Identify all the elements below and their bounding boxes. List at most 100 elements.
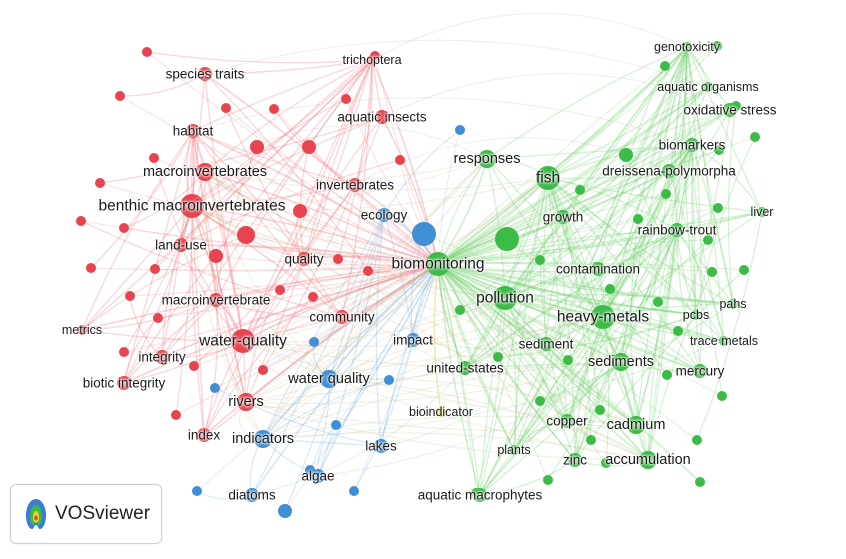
network-node[interactable] <box>412 222 436 246</box>
network-node[interactable] <box>595 405 605 415</box>
network-node[interactable] <box>309 337 319 347</box>
term-label-growth[interactable]: growth <box>542 209 584 225</box>
term-node-water-quality[interactable] <box>320 370 338 388</box>
network-node[interactable] <box>363 266 373 276</box>
network-node[interactable] <box>673 326 683 336</box>
term-label-responses[interactable]: responses <box>453 150 521 167</box>
term-node-ecology[interactable] <box>377 208 391 222</box>
term-label-oxidative-stress[interactable]: oxidative stress <box>683 102 777 118</box>
network-node[interactable] <box>349 486 359 496</box>
term-node-index[interactable] <box>197 428 211 442</box>
term-node-heavy-metals[interactable] <box>591 305 615 329</box>
term-label-rivers[interactable]: rivers <box>228 393 264 410</box>
network-node[interactable] <box>713 203 723 213</box>
term-node-macroinvertebrate[interactable] <box>209 293 223 307</box>
network-node[interactable] <box>302 140 316 154</box>
network-node[interactable] <box>692 435 702 445</box>
network-node[interactable] <box>269 104 279 114</box>
term-label-copper[interactable]: copper <box>546 413 588 429</box>
network-node[interactable] <box>712 41 722 51</box>
network-node[interactable] <box>695 477 705 487</box>
term-label-plants[interactable]: plants <box>497 442 531 457</box>
term-label-accumulation[interactable]: accumulation <box>605 451 691 468</box>
term-node-responses[interactable] <box>478 150 496 168</box>
term-node-biotic-integrity[interactable] <box>117 376 131 390</box>
term-node-fish[interactable] <box>536 166 560 190</box>
network-node[interactable] <box>535 255 545 265</box>
term-label-aquatic-insects[interactable]: aquatic insects <box>337 109 427 125</box>
term-label-diatoms[interactable]: diatoms <box>228 487 276 503</box>
term-node-zinc[interactable] <box>568 453 582 467</box>
term-label-algae[interactable]: algae <box>301 468 335 484</box>
term-node-copper[interactable] <box>560 414 574 428</box>
term-node-united-states[interactable] <box>458 361 472 375</box>
term-node-contamination[interactable] <box>591 262 605 276</box>
network-node[interactable] <box>543 475 553 485</box>
network-node[interactable] <box>653 297 663 307</box>
term-label-habitat[interactable]: habitat <box>172 123 214 139</box>
term-node-invertebrates[interactable] <box>348 178 362 192</box>
network-node[interactable] <box>153 313 163 323</box>
term-label-zinc[interactable]: zinc <box>562 452 588 468</box>
network-node[interactable] <box>395 155 405 165</box>
network-node[interactable] <box>495 227 519 251</box>
term-label-indicators[interactable]: indicators <box>231 430 295 447</box>
term-node-pcbs[interactable] <box>691 310 701 320</box>
network-node[interactable] <box>660 61 670 71</box>
term-label-integrity[interactable]: integrity <box>138 349 186 365</box>
term-label-quality[interactable]: quality <box>284 251 324 267</box>
network-node[interactable] <box>717 391 727 401</box>
network-node[interactable] <box>189 361 199 371</box>
network-node[interactable] <box>192 486 202 496</box>
term-node-liver[interactable] <box>757 207 767 217</box>
term-label-dreissena-polymorpha[interactable]: dreissena-polymorpha <box>602 163 736 179</box>
term-label-pollution[interactable]: pollution <box>476 289 534 307</box>
network-node[interactable] <box>341 94 351 104</box>
term-node-lakes[interactable] <box>374 439 388 453</box>
term-node-land-use[interactable] <box>174 238 188 252</box>
network-node[interactable] <box>384 375 394 385</box>
term-node-aquatic-insects[interactable] <box>375 110 389 124</box>
term-label-water-quality[interactable]: water quality <box>288 370 370 387</box>
network-node[interactable] <box>455 305 465 315</box>
network-node[interactable] <box>125 291 135 301</box>
term-node-growth[interactable] <box>556 210 570 224</box>
term-node-biomarkers[interactable] <box>685 138 699 152</box>
term-node-genotoxicity[interactable] <box>682 42 692 52</box>
network-node[interactable] <box>703 235 713 245</box>
term-node-biomonitoring[interactable] <box>426 252 450 276</box>
term-node-habitat[interactable] <box>186 124 200 138</box>
network-node[interactable] <box>575 185 585 195</box>
term-node-water-quality[interactable] <box>231 329 255 353</box>
network-node[interactable] <box>210 383 220 393</box>
term-label-bioindicator[interactable]: bioindicator <box>409 404 473 419</box>
term-label-pcbs[interactable]: pcbs <box>682 307 710 322</box>
network-node[interactable] <box>707 267 717 277</box>
term-node-diatoms[interactable] <box>245 488 259 502</box>
network-node[interactable] <box>250 140 264 154</box>
term-label-species-traits[interactable]: species traits <box>165 66 245 82</box>
term-label-trace-metals[interactable]: trace metals <box>689 333 759 348</box>
term-label-aquatic-organisms[interactable]: aquatic organisms <box>657 79 759 94</box>
term-label-index[interactable]: index <box>187 427 221 443</box>
network-node[interactable] <box>209 249 223 263</box>
network-node[interactable] <box>619 148 633 162</box>
term-node-trichoptera[interactable] <box>367 55 377 65</box>
term-label-macroinvertebrates[interactable]: macroinvertebrates <box>142 163 268 180</box>
term-label-cadmium[interactable]: cadmium <box>606 416 666 433</box>
network-node[interactable] <box>633 214 643 224</box>
term-label-biotic-integrity[interactable]: biotic integrity <box>82 375 166 391</box>
network-node[interactable] <box>149 153 159 163</box>
network-node[interactable] <box>76 216 86 226</box>
network-node[interactable] <box>601 458 611 468</box>
network-node[interactable] <box>662 370 672 380</box>
term-node-sediments[interactable] <box>612 353 630 371</box>
network-node[interactable] <box>535 396 545 406</box>
network-node[interactable] <box>308 292 318 302</box>
term-node-integrity[interactable] <box>155 350 169 364</box>
term-node-plants[interactable] <box>509 445 519 455</box>
network-node[interactable] <box>171 410 181 420</box>
term-label-biomonitoring[interactable]: biomonitoring <box>391 255 485 273</box>
term-node-macroinvertebrates[interactable] <box>196 163 214 181</box>
network-node[interactable] <box>275 285 285 295</box>
